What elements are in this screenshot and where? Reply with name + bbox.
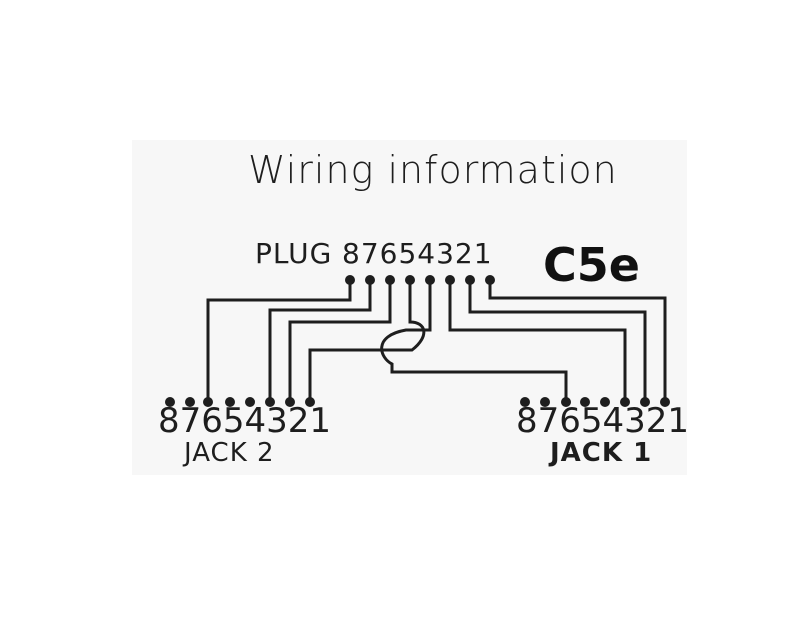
jack2-pin-8: [165, 397, 175, 407]
jack2-pin-7: [185, 397, 195, 407]
jack1-pin-numbers: 87654321: [516, 401, 690, 441]
jack2-pin-5: [225, 397, 235, 407]
category-label: C5e: [543, 238, 640, 292]
plug-pin-3: [445, 275, 455, 285]
jack2-label: JACK 2: [184, 438, 275, 468]
jack1-pin-8: [520, 397, 530, 407]
jack1-pin-4: [600, 397, 610, 407]
wire-plug1-jack1-1: [488, 280, 667, 402]
plug-pin-numbers: 87654321: [342, 237, 493, 270]
plug-pin-7: [365, 275, 375, 285]
jack2-pin-1: [305, 397, 315, 407]
jack2-pin-numbers: 87654321: [158, 401, 332, 441]
wire-plug2-jack1-2: [468, 280, 647, 402]
wire-plug7-jack2-4: [268, 280, 372, 402]
wire-plug5-jack2-2: [308, 280, 426, 402]
jack1-pin-6: [561, 397, 571, 407]
jack1-label: JACK 1: [550, 438, 653, 468]
diagram-title: Wiring information: [248, 148, 618, 192]
plug-pin-4: [425, 275, 435, 285]
plug-label: PLUG: [255, 237, 333, 270]
jack1-pin-2: [640, 397, 650, 407]
jack1-pin-3: [620, 397, 630, 407]
plug-pin-5: [405, 275, 415, 285]
plug-pin-2: [465, 275, 475, 285]
jack2-pin-3: [265, 397, 275, 407]
jack2-pin-4: [245, 397, 255, 407]
wire-plug3-jack1-3: [448, 280, 627, 402]
wire-plug6-jack2-3: [288, 280, 392, 402]
wire-plug4-jack1-5: [380, 280, 568, 402]
jack1-pin-7: [540, 397, 550, 407]
jack1-pin-5: [580, 397, 590, 407]
jack2-pin-2: [285, 397, 295, 407]
wire-plug8-jack2-7: [206, 280, 352, 402]
plug-pin-6: [385, 275, 395, 285]
plug-pin-8: [345, 275, 355, 285]
jack1-pin-1: [660, 397, 670, 407]
jack2-pin-6: [203, 397, 213, 407]
plug-pin-1: [485, 275, 495, 285]
